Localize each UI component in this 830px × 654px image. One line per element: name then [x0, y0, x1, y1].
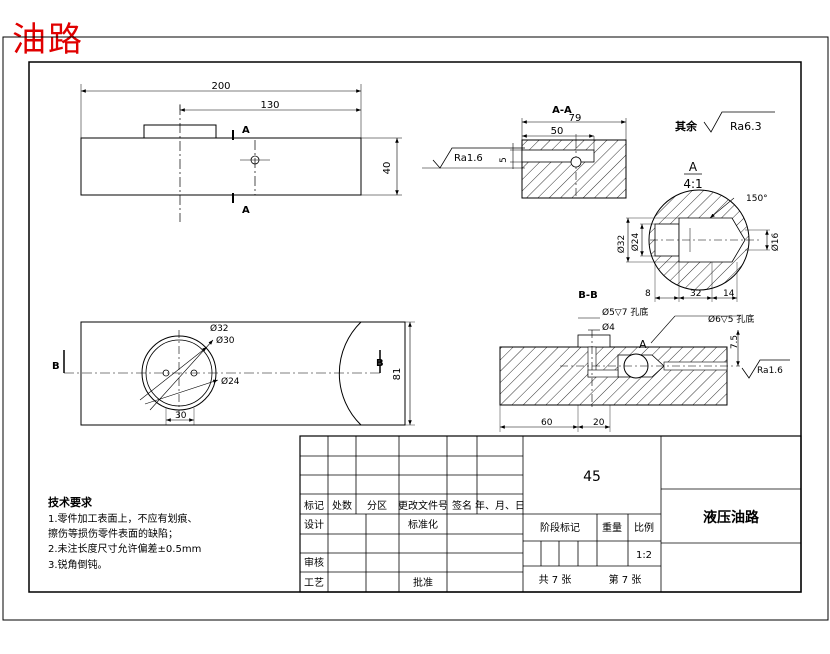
process-label: 工艺 — [304, 577, 324, 589]
hdr-count: 处数 — [332, 499, 352, 512]
dim-7-5: 7.5 — [730, 335, 740, 349]
roughness-symbol-rest — [703, 111, 775, 133]
section-bb-view — [499, 315, 790, 432]
outer-frame — [2, 36, 829, 621]
front-view — [80, 84, 402, 222]
weight-label: 重量 — [602, 521, 622, 534]
dim-50: 50 — [551, 126, 564, 137]
notes-line-2: 擦伤等损伤零件表面的缺陷； — [48, 527, 178, 540]
dim-8: 8 — [645, 289, 651, 299]
dim-dia16-detail: Ø16 — [770, 232, 781, 251]
dim-32: 32 — [690, 289, 701, 299]
roughness-ra16-bb: Ra1.6 — [757, 366, 783, 376]
roughness-ra63: Ra6.3 — [730, 120, 762, 133]
dim-79: 79 — [569, 113, 582, 124]
standard-label: 标准化 — [408, 518, 438, 531]
dim-40: 40 — [382, 162, 393, 175]
dim-dia4: Ø4 — [602, 322, 615, 333]
dim-dia30-top: Ø30 — [216, 335, 235, 346]
detail-a-view — [626, 189, 770, 302]
detail-scale: 4:1 — [683, 177, 702, 191]
stage-mark-label: 阶段标记 — [540, 521, 580, 534]
section-bb-label: B-B — [578, 290, 597, 301]
dim-dia32-detail: Ø32 — [616, 235, 627, 254]
dim-200: 200 — [211, 81, 230, 92]
roughness-ra16-aa: Ra1.6 — [454, 153, 483, 164]
total-sheets: 共 7 张 — [539, 574, 572, 586]
sheet-number: 第 7 张 — [609, 573, 642, 586]
section-aa-label: A-A — [552, 105, 572, 116]
hdr-date: 年、月、日 — [475, 499, 525, 512]
hdr-signature: 签名 — [452, 499, 472, 512]
notes-line-1: 1.零件加工表面上，不应有划痕、 — [48, 512, 198, 525]
dim-150deg: 150° — [746, 194, 768, 204]
dim-5: 5 — [499, 157, 509, 163]
dim-14: 14 — [723, 289, 735, 299]
dim-60: 60 — [541, 418, 553, 428]
section-aa-view — [422, 118, 627, 199]
dim-dia32-top: Ø32 — [210, 323, 229, 334]
rest-label: 其余 — [675, 119, 698, 133]
hdr-change-doc: 更改文件号 — [398, 499, 448, 512]
inner-frame — [28, 61, 802, 593]
dim-130: 130 — [260, 100, 279, 111]
approve-label: 批准 — [413, 576, 433, 589]
notes-title: 技术要求 — [48, 495, 93, 509]
detail-a-marker: A — [639, 338, 647, 351]
material: 45 — [583, 469, 601, 485]
cut-label-a-bottom: A — [242, 205, 250, 216]
ratio-value: 1:2 — [636, 550, 652, 561]
audit-label: 审核 — [304, 556, 324, 569]
part-name: 液压油路 — [703, 509, 760, 526]
cut-label-a-top: A — [242, 125, 250, 136]
hdr-mark: 标记 — [304, 500, 324, 512]
dim-dia6-depth: Ø6▽5 孔底 — [708, 313, 754, 325]
hdr-zone: 分区 — [367, 500, 387, 512]
dim-30: 30 — [175, 411, 187, 421]
dim-20: 20 — [593, 418, 605, 428]
notes-line-3: 2.未注长度尺寸允许偏差±0.5mm — [48, 542, 201, 555]
title-block — [299, 435, 802, 593]
cut-label-b-left: B — [52, 361, 60, 372]
top-view — [63, 321, 415, 426]
design-label: 设计 — [304, 518, 324, 531]
dim-dia5-depth: Ø5▽7 孔底 — [602, 306, 648, 318]
ratio-label: 比例 — [634, 521, 654, 534]
dim-dia24-top: Ø24 — [221, 376, 240, 387]
cut-label-b-right: B — [376, 358, 384, 369]
dim-81: 81 — [392, 368, 403, 381]
dim-dia24-detail: Ø24 — [630, 232, 641, 251]
detail-letter: A — [689, 160, 698, 174]
sheet-title: 油路 — [12, 20, 84, 60]
notes-line-4: 3.锐角倒钝。 — [48, 558, 108, 571]
